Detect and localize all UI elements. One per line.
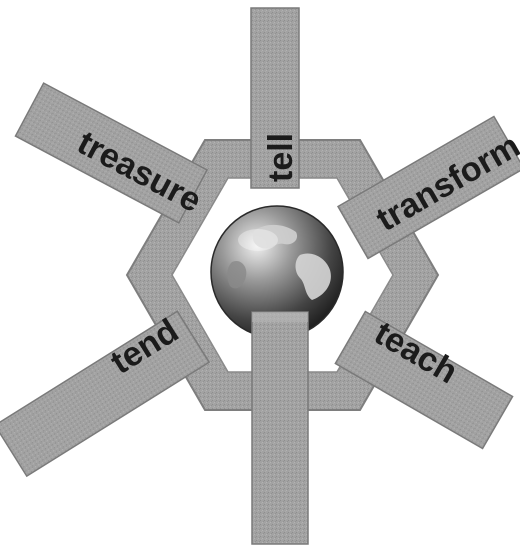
- word-tell: tell: [262, 133, 300, 182]
- band-bottom: [252, 312, 308, 544]
